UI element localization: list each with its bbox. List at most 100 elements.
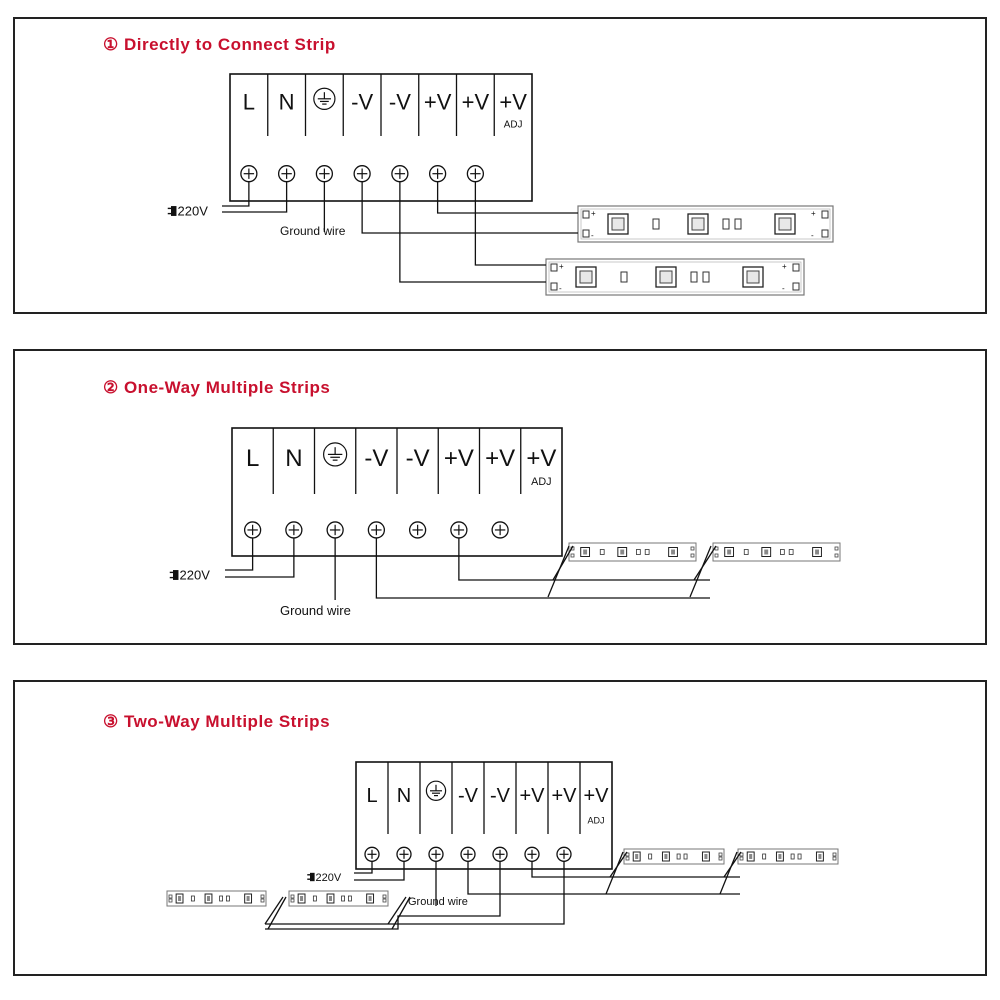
resistor [190, 895, 195, 902]
panel-title-direct: ① Directly to Connect Strip [103, 35, 336, 54]
resistor [743, 549, 749, 555]
terminal-screw-icon [326, 521, 344, 539]
led-strip: +-+- [545, 258, 805, 296]
terminal-screw-icon [353, 165, 371, 183]
plug-body [171, 206, 177, 216]
led-chip-lens [583, 549, 588, 555]
wire [222, 181, 288, 213]
led-chip [575, 266, 597, 288]
terminal-screw-icon [277, 165, 296, 183]
power-plug-icon: 220V [167, 204, 208, 219]
led-chip-lens [664, 854, 668, 859]
resistor [599, 549, 605, 555]
terminal-screw-icon [491, 521, 509, 539]
solder-pad [168, 894, 173, 899]
ground-icon-ring [313, 87, 336, 110]
power-plug-icon: 220V [307, 872, 342, 884]
ground-wire-label: Ground wire [408, 896, 468, 908]
resistor [312, 895, 317, 902]
led-chip-lens [635, 854, 639, 859]
led-chip [607, 213, 629, 235]
led-strip-small [623, 848, 725, 865]
plug-body [173, 570, 179, 580]
wire [222, 181, 250, 207]
terminal-screw-icon [408, 521, 427, 539]
wire [225, 537, 295, 578]
terminal-label: +V [526, 445, 556, 472]
ground-wire-label: Ground wire [280, 603, 351, 618]
terminal-screw-icon [492, 846, 508, 862]
led-strip: +-+- [577, 205, 834, 243]
terminal-label: -V [490, 785, 511, 807]
ground-icon-ring [425, 780, 447, 802]
wire [399, 181, 546, 283]
earth-ground-icon [425, 780, 447, 802]
terminal-label: +V [424, 90, 452, 115]
led-chip-lens [778, 854, 782, 859]
ground-icon-ring [323, 442, 348, 467]
resistor [790, 853, 795, 860]
resistor [644, 549, 650, 555]
solder-pad [832, 852, 837, 857]
wire [225, 537, 254, 571]
strip-minus-label: - [559, 284, 562, 293]
solder-pad [582, 210, 590, 219]
led-chip-lens [206, 896, 211, 901]
led-chip-lens [727, 549, 732, 555]
wire [552, 545, 574, 581]
solder-pad [832, 856, 837, 861]
led-chip-lens [328, 896, 333, 901]
solder-pad [718, 852, 723, 857]
strip-plus-label: + [811, 209, 816, 218]
led-strip-small [288, 890, 389, 907]
terminal-screw-icon [396, 846, 412, 862]
wire [693, 545, 717, 581]
wire [719, 851, 738, 895]
terminal-label: -V [458, 785, 479, 807]
terminal-screw-icon [367, 521, 386, 539]
led-chip-lens [778, 217, 792, 231]
resistor [648, 853, 653, 860]
wire [458, 537, 710, 581]
led-chip-lens [815, 549, 819, 555]
led-chip-lens [368, 896, 372, 901]
led-chip-lens [579, 270, 593, 284]
adj-label: ADJ [587, 815, 604, 825]
terminal-screw-icon [240, 165, 258, 183]
plug-body [310, 872, 315, 882]
solder-pad [550, 282, 558, 291]
terminal-label: L [246, 445, 259, 472]
solder-pad [260, 898, 265, 903]
led-chip-lens [746, 270, 760, 284]
terminal-label: N [285, 445, 302, 472]
wire [267, 896, 287, 930]
wire [264, 896, 284, 925]
led-strip-small [166, 890, 267, 907]
terminal-label: +V [583, 785, 609, 807]
led-chip-lens [749, 854, 753, 859]
terminal-label: +V [499, 90, 527, 115]
strip-minus-label: - [782, 284, 785, 293]
wire [609, 851, 628, 878]
terminal-label: L [366, 785, 377, 807]
strip-plus-label: + [782, 262, 787, 271]
led-chip-lens [764, 549, 769, 555]
terminal-screw-icon [556, 846, 572, 862]
solder-pad [260, 894, 265, 899]
strip-minus-label: - [811, 231, 814, 240]
resistor [722, 218, 730, 230]
solder-pad [550, 263, 558, 272]
solder-pad [625, 856, 630, 861]
led-chip [774, 213, 796, 235]
earth-ground-icon [323, 442, 348, 467]
solder-pad [739, 856, 744, 861]
solder-pad [834, 553, 839, 558]
resistor [636, 549, 641, 555]
resistor [702, 271, 710, 283]
resistor [225, 895, 230, 902]
led-chip [655, 266, 677, 288]
solder-pad [714, 553, 719, 558]
solder-pad [718, 856, 723, 861]
